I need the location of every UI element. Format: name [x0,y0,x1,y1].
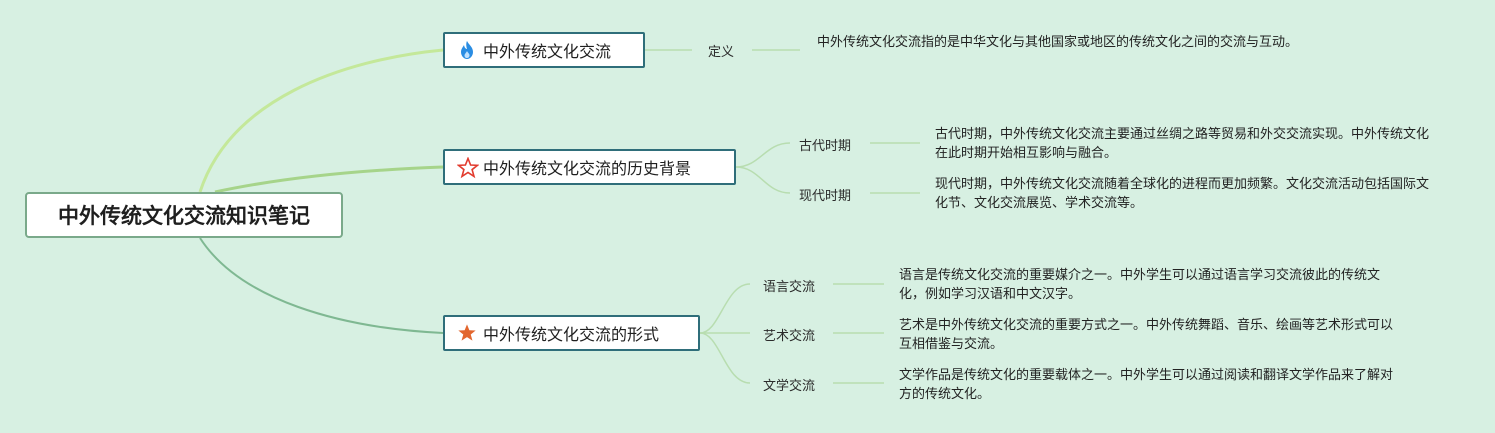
sub-label-art-exchange[interactable]: 艺术交流 [763,329,816,344]
desc-literature-exchange: 文学作品是传统文化的重要载体之一。中外学生可以通过阅读和翻译文学作品来了解对方的… [899,368,1394,402]
desc-modern-period: 现代时期，中外传统文化交流随着全球化的进程而更加频繁。文化交流活动包括国际文化节… [935,177,1430,211]
flame-icon-shape [461,41,473,59]
sub-label-literature-exchange[interactable]: 文学交流 [763,379,816,394]
star-outline-shape [456,156,480,179]
edge-root-branch-1 [198,48,444,193]
star-filled-shape [458,324,476,341]
edge-branch-3-language [699,283,751,334]
branch-title-3: 中外传统文化交流的形式 [483,325,660,344]
edge-branch-2-modern [735,166,791,194]
star-outline-icon [456,156,480,179]
sub-label-modern-period[interactable]: 现代时期 [799,189,852,204]
branch-node-2[interactable]: 中外传统文化交流的历史背景 [443,149,736,185]
sub-label-definition[interactable]: 定义 [708,45,735,60]
desc-language-exchange: 语言是传统文化交流的重要媒介之一。中外学生可以通过语言学习交流彼此的传统文化，例… [899,268,1381,302]
root-title: 中外传统文化交流知识笔记 [58,204,310,228]
star-filled-icon [457,323,477,343]
desc-art-exchange: 艺术是中外传统文化交流的重要方式之一。中外传统舞蹈、音乐、绘画等艺术形式可以互相… [899,318,1394,352]
desc-definition: 中外传统文化交流指的是中华文化与其他国家或地区的传统文化之间的交流与互动。 [817,35,1299,50]
branch-title-1: 中外传统文化交流 [483,42,612,61]
edge-root-branch-3 [199,237,444,334]
flame-icon-inner [464,51,470,58]
flame-icon [457,40,477,60]
sub-label-ancient-period[interactable]: 古代时期 [799,139,852,154]
edge-root-branch-2 [214,165,444,194]
branch-node-1[interactable]: 中外传统文化交流 [443,32,645,68]
root-node[interactable]: 中外传统文化交流知识笔记 [25,192,343,238]
sub-label-language-exchange[interactable]: 语言交流 [763,280,816,295]
edge-branch-2-ancient [735,142,791,168]
desc-ancient-period: 古代时期，中外传统文化交流主要通过丝绸之路等贸易和外交交流实现。中外传统文化在此… [935,127,1430,161]
edge-branch-3-literature [699,332,751,384]
branch-node-3[interactable]: 中外传统文化交流的形式 [443,315,700,351]
branch-title-2: 中外传统文化交流的历史背景 [483,159,692,178]
